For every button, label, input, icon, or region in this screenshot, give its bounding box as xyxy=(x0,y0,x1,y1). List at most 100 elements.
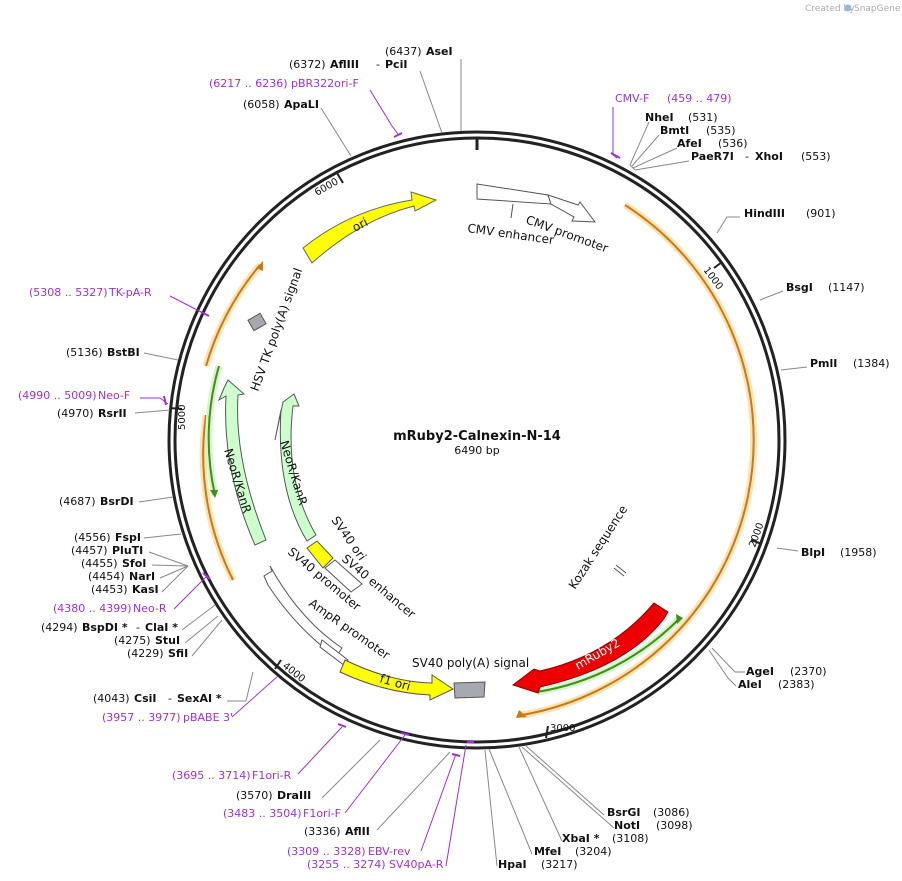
site-afliii-sep: - xyxy=(376,58,380,71)
site-bmti-pos: (535) xyxy=(706,124,736,137)
primer-mark-f1ori-r xyxy=(337,723,347,728)
orf-arcs xyxy=(199,202,758,719)
f1-ori-shape xyxy=(339,659,455,701)
site-noti-pos: (3098) xyxy=(656,819,693,832)
tick-4000-mark xyxy=(274,659,282,670)
line-nhei xyxy=(629,121,650,166)
site-hpai-pos: (3217) xyxy=(541,858,578,871)
line-fspi xyxy=(143,533,182,539)
site-stui-name: StuI xyxy=(155,634,180,647)
primer-line-sv40pa xyxy=(445,744,467,867)
line-bsrgi xyxy=(525,745,605,816)
sv40-polya-label: SV40 poly(A) signal xyxy=(412,656,529,670)
primer-pbr322-pos: (6217 .. 6236) xyxy=(209,77,288,90)
orf-main-arrow xyxy=(516,710,527,718)
site-pluti-pos: (4457) xyxy=(71,544,108,557)
site-kasi-name: KasI xyxy=(132,583,159,596)
sv40-promoter-shape xyxy=(263,565,343,658)
site-bmti-name: BmtI xyxy=(660,124,689,137)
site-paer7i-sep: - xyxy=(745,150,749,163)
tick-6000-mark xyxy=(336,172,344,184)
backbone-outer-ring xyxy=(167,130,787,750)
primer-sv40pa-pos: (3255 .. 3274) xyxy=(307,858,386,871)
site-sfoi-pos: (4455) xyxy=(81,557,118,570)
site-xbai-name: XbaI * xyxy=(562,832,600,845)
line-bsgi xyxy=(759,290,784,301)
mruby2-shape xyxy=(511,602,669,694)
site-bspdi-name2: ClaI * xyxy=(145,621,178,634)
site-bstbi-name: BstBI xyxy=(107,346,140,359)
tick-5000-mark xyxy=(169,407,183,410)
site-bsrgi-name: BsrGI xyxy=(607,806,640,819)
primer-neo-f-name: Neo-F xyxy=(98,389,130,402)
site-bspdi-name: BspDI * xyxy=(82,621,128,634)
site-bsgi-name: BsgI xyxy=(786,281,813,294)
primer-pbr322-name: pBR322ori-F xyxy=(291,77,359,90)
line-blpi xyxy=(776,547,799,552)
primer-neo-f-pos: (4990 .. 5009) xyxy=(18,389,97,402)
site-afliii-b-name: AflII xyxy=(345,825,370,838)
sv40-enhancer-shape xyxy=(324,559,363,593)
primer-line-pbabe3 xyxy=(231,675,279,718)
primer-cmv-f-pos: (459 .. 479) xyxy=(667,92,732,105)
neokanr-outer-label: NeoR/KanR xyxy=(221,447,254,515)
hsv-tk-box xyxy=(247,312,267,332)
site-stui-pos: (4275) xyxy=(114,634,151,647)
site-afliii-name: AflIII xyxy=(330,58,359,71)
site-nari-pos: (4454) xyxy=(88,570,125,583)
credit-text: Created by xyxy=(805,4,855,14)
site-apali-pos: (6058) xyxy=(243,98,280,111)
site-noti-name: NotI xyxy=(614,819,640,832)
line-pmli xyxy=(780,366,808,371)
primer-f1ori-f-pos: (3483 .. 3504) xyxy=(223,807,302,820)
site-bspdi-sep: - xyxy=(136,621,140,634)
primer-f1ori-r-name: F1ori-R xyxy=(252,769,292,782)
leader-lines xyxy=(134,59,808,867)
line-bsrdi xyxy=(138,496,174,503)
site-rsrii-pos: (4970) xyxy=(57,407,94,420)
primer-line-tkpa xyxy=(169,295,206,315)
green-orfs xyxy=(205,365,683,696)
site-asei-pos: (6437) xyxy=(385,45,422,58)
site-sfii-name: SfiI xyxy=(168,647,188,660)
primer-ebv-pos: (3309 .. 3328) xyxy=(287,845,366,858)
line-sfii xyxy=(191,619,223,657)
site-rsrii-name: RsrII xyxy=(98,407,127,420)
line-noti xyxy=(521,746,615,829)
site-xbai-pos: (3108) xyxy=(612,832,649,845)
site-paer7i-name2: XhoI xyxy=(755,150,783,163)
site-bsrdi-pos: (4687) xyxy=(59,495,96,508)
primer-line-pbr322 xyxy=(369,89,399,135)
site-fspi-pos: (4556) xyxy=(74,531,111,544)
site-alei-name: AleI xyxy=(738,678,762,691)
cmv-promoter-shape xyxy=(547,194,597,223)
line-agei xyxy=(711,647,745,673)
line-pluti xyxy=(148,551,189,567)
orf-upper xyxy=(205,264,261,367)
line-sfoi xyxy=(151,564,189,567)
kozak-label: Kozak sequence xyxy=(566,503,630,592)
primer-mark-cmv-f xyxy=(610,152,621,159)
site-nhei-name: NheI xyxy=(645,111,674,124)
line-cmv-site xyxy=(629,164,636,171)
primer-line-cmv-f xyxy=(612,107,618,159)
site-paer7i-name: PaeR7I xyxy=(691,150,734,163)
site-bspdi-pos: (4294) xyxy=(41,621,78,634)
primer-line-f1ori-r xyxy=(297,726,343,775)
primer-tkpa-name: TK-pA-R xyxy=(108,286,152,299)
orf-green-right-arrow xyxy=(676,614,683,624)
site-csii-name: CsiI xyxy=(134,692,156,705)
line-alei xyxy=(708,649,737,687)
line-rsrii xyxy=(134,409,171,414)
primer-mark-neo-f xyxy=(163,395,167,406)
line-draiii xyxy=(321,739,381,799)
line-kasi xyxy=(161,565,189,593)
site-afliii-b-pos: (3336) xyxy=(304,825,341,838)
primer-mark-tkpa xyxy=(200,311,210,317)
line-paer7i xyxy=(634,160,690,171)
site-apali-name: ApaLI xyxy=(284,98,319,111)
site-nhei-pos: (531) xyxy=(688,111,718,124)
snapgene-credit: Created by SnapGene xyxy=(805,4,901,14)
line-hindiii xyxy=(716,216,740,234)
neokanr-inner-label: NeoR/KanR xyxy=(277,439,310,507)
